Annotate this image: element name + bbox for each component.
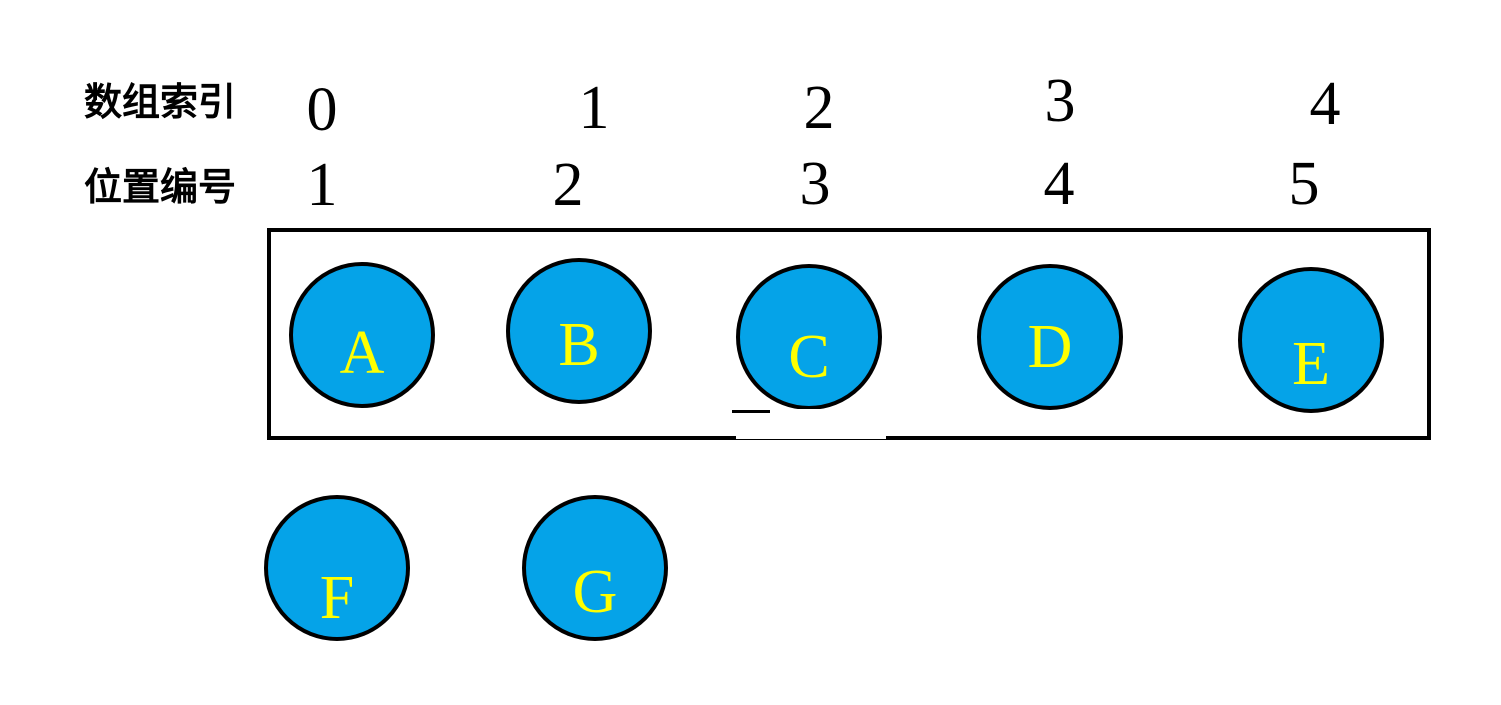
- node-a: A: [289, 262, 435, 408]
- node-c-cut-off-mask: [736, 409, 886, 439]
- stray-stroke: [732, 410, 770, 413]
- position-number-3: 3: [799, 150, 831, 218]
- position-number-2: 2: [552, 151, 584, 219]
- node-f: F: [264, 495, 410, 641]
- position-number-4: 4: [1043, 150, 1075, 218]
- array-index-0: 0: [306, 76, 338, 144]
- node-c: C: [736, 264, 882, 410]
- node-e-letter: E: [1292, 330, 1330, 398]
- array-index-3: 3: [1044, 67, 1076, 135]
- node-a-letter: A: [339, 319, 385, 387]
- node-c-letter: C: [788, 323, 830, 391]
- position-number-5: 5: [1288, 150, 1320, 218]
- node-b: B: [506, 258, 652, 404]
- node-e: E: [1238, 267, 1384, 413]
- node-d-letter: D: [1027, 313, 1073, 381]
- node-b-letter: B: [558, 311, 600, 379]
- array-index-4: 4: [1309, 70, 1341, 138]
- position-number-1: 1: [306, 151, 338, 219]
- position-number-label: 位置编号: [84, 165, 237, 209]
- array-index-2: 2: [803, 74, 835, 142]
- node-f-letter: F: [319, 564, 355, 632]
- node-g: G: [522, 495, 668, 641]
- node-d: D: [977, 264, 1123, 410]
- array-index-1: 1: [578, 74, 610, 142]
- array-index-label: 数组索引: [84, 80, 237, 124]
- node-g-letter: G: [572, 558, 618, 626]
